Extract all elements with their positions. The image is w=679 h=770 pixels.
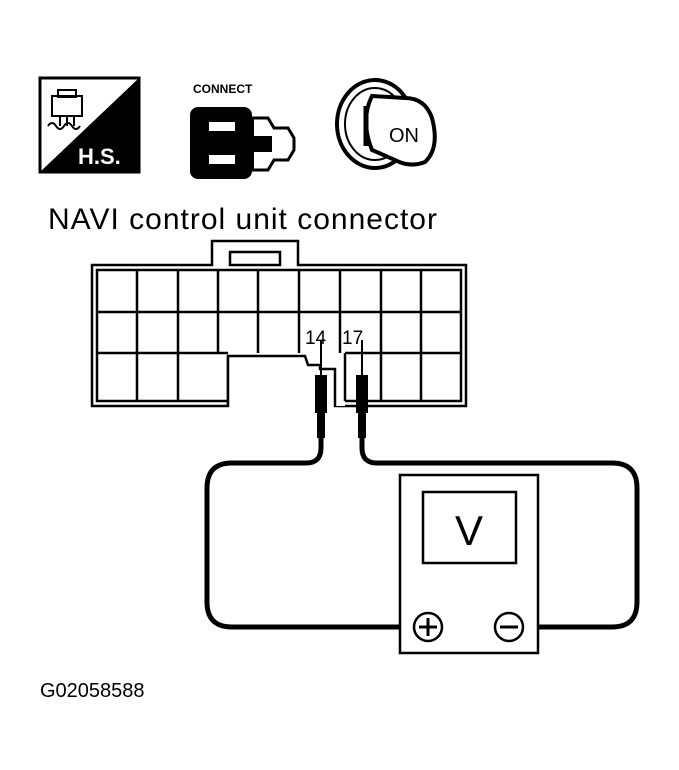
page-title: NAVI control unit connector — [48, 203, 438, 236]
figure-code: G02058588 — [40, 680, 145, 702]
voltmeter: V — [398, 473, 540, 655]
connector-cavity-grid — [95, 268, 463, 403]
positive-terminal-icon — [412, 611, 444, 643]
pin-number-14: 14 — [305, 328, 327, 349]
ignition-on-label: ON — [389, 125, 419, 147]
harness-side-icon: H.S. — [38, 76, 141, 174]
connect-label: CONNECT — [193, 82, 253, 96]
hs-label: H.S. — [78, 144, 121, 169]
test-lead-negative — [359, 438, 640, 630]
meter-unit: V — [455, 507, 483, 554]
connect-icon: CONNECT — [190, 82, 296, 179]
probe-pin-14 — [315, 340, 327, 438]
pin-number-17: 17 — [342, 328, 363, 349]
negative-terminal-icon — [493, 611, 525, 643]
test-lead-positive — [204, 438, 410, 630]
ignition-key-icon: ON — [335, 78, 437, 170]
probe-pin-17 — [356, 340, 368, 438]
meter-display — [421, 490, 518, 565]
connector-body — [90, 239, 468, 408]
